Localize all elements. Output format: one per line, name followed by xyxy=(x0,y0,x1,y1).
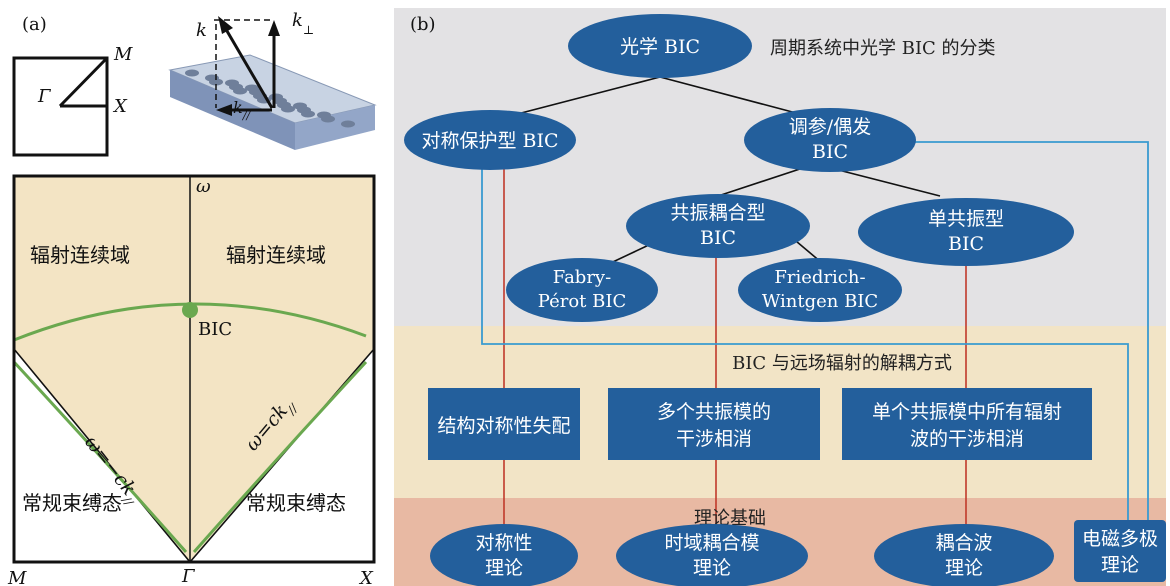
theory-cmt-line2: 理论 xyxy=(693,557,731,579)
k-label: k xyxy=(196,20,207,41)
decoupling-title: BIC 与远场辐射的解耦方式 xyxy=(732,353,952,374)
slab-side-face xyxy=(295,105,375,150)
light-line-left xyxy=(13,348,191,563)
node-resonance-coupled-line2: BIC xyxy=(700,227,736,249)
node-resonance-coupled xyxy=(626,194,810,258)
theory-title: 理论基础 xyxy=(694,508,766,529)
mechanism-symmetry-mismatch-label: 结构对称性失配 xyxy=(437,415,570,437)
x-tick-x: X xyxy=(358,568,374,586)
bz-x-label: X xyxy=(112,96,128,117)
x-tick-m: M xyxy=(7,568,27,586)
bic-point xyxy=(182,302,198,318)
node-fabry-perot-line1: Fabry- xyxy=(553,267,611,288)
theory-temporal-coupled-mode xyxy=(616,524,808,586)
slab-hole xyxy=(205,74,219,82)
bic-label: BIC xyxy=(198,319,232,340)
x-tick-gamma: Γ xyxy=(181,566,196,586)
slab-hole xyxy=(293,102,307,110)
slab-hole xyxy=(225,79,239,87)
node-resonance-coupled-line1: 共振耦合型 xyxy=(670,202,765,224)
classification-title: 周期系统中光学 BIC 的分类 xyxy=(770,38,996,59)
radiation-continuum-region xyxy=(14,176,374,562)
edge-root-symmetry xyxy=(501,76,661,119)
slab-hole xyxy=(317,111,331,119)
slab-hole xyxy=(269,93,283,101)
node-optical-bic xyxy=(568,14,752,78)
bound-state-label-left: 常规束缚态 xyxy=(22,491,122,515)
k-perp-arrowhead xyxy=(268,20,280,36)
panel-a-label: (a) xyxy=(22,14,47,35)
node-tuned-accidental xyxy=(744,108,916,172)
theory-multipole-line2: 理论 xyxy=(1101,554,1139,576)
theory-cmt-line1: 时域耦合模 xyxy=(664,532,759,554)
k-arrowhead xyxy=(218,16,233,34)
bz-m-label: M xyxy=(113,44,133,65)
slab-holes xyxy=(185,69,355,128)
blue-link-symmetry xyxy=(481,166,1129,520)
node-symmetry-protected-label: 对称保护型 BIC xyxy=(421,130,558,152)
slab-hole xyxy=(185,69,199,77)
lower-band-right xyxy=(192,360,368,553)
blue-link-tuned xyxy=(905,141,1149,520)
bound-state-label-right: 常规束缚态 xyxy=(246,491,346,515)
mechanism-symmetry-mismatch xyxy=(428,388,580,460)
k-par-label: k// xyxy=(233,98,251,122)
continuum-label-right: 辐射连续域 xyxy=(226,243,326,267)
band-diagram: ω 辐射连续域 辐射连续域 BIC ω=−ck// ω=ck// 常规束缚态 常… xyxy=(7,174,376,586)
mechanism-multi-resonance xyxy=(608,388,820,460)
node-fabry-perot-line2: Pérot BIC xyxy=(538,291,626,312)
node-single-resonance-line2: BIC xyxy=(948,233,984,255)
k-par-arrowhead xyxy=(216,104,232,116)
node-fabry-perot xyxy=(506,258,658,322)
slab-hole xyxy=(245,84,259,92)
theory-cwt-line2: 理论 xyxy=(945,557,983,579)
continuum-label-left: 辐射连续域 xyxy=(30,243,130,267)
omega-label: ω xyxy=(196,176,211,197)
k-perp-label: k⊥ xyxy=(292,10,314,37)
node-single-resonance-line1: 单共振型 xyxy=(928,208,1004,230)
theory-coupled-wave xyxy=(874,524,1054,586)
node-friedrich-wintgen-line1: Friedrich- xyxy=(774,267,865,288)
mechanism-multi-line2: 干涉相消 xyxy=(676,428,752,450)
node-friedrich-wintgen-line2: Wintgen BIC xyxy=(762,291,878,312)
brillouin-zone: Γ M X xyxy=(12,44,133,157)
theory-symmetry xyxy=(430,524,578,586)
node-tuned-line1: 调参/偶发 xyxy=(789,116,871,138)
theory-symmetry-line1: 对称性 xyxy=(475,532,532,554)
lower-band-left xyxy=(12,360,188,553)
bz-gamma-label: Γ xyxy=(37,86,52,107)
panel-b-label: (b) xyxy=(410,14,436,35)
node-optical-bic-label: 光学 BIC xyxy=(620,36,700,58)
node-friedrich-wintgen xyxy=(738,258,902,322)
mechanism-single-line1: 单个共振模中所有辐射 xyxy=(872,401,1062,423)
theory-symmetry-line2: 理论 xyxy=(485,557,523,579)
edge-root-tuned xyxy=(659,76,816,119)
band-frame xyxy=(12,174,376,564)
node-tuned-line2: BIC xyxy=(812,141,848,163)
k-arrow xyxy=(225,30,274,109)
theory-multipole xyxy=(1074,520,1166,582)
panel-b: (b) 周期系统中光学 BIC 的分类 光学 BIC 对称保护型 BIC 调参/… xyxy=(394,8,1166,586)
slab-hole xyxy=(341,120,355,128)
photonic-slab: k k⊥ k// xyxy=(168,10,377,150)
mechanism-single-resonance xyxy=(842,388,1092,460)
node-single-resonance xyxy=(858,198,1074,266)
panel-a: (a) Γ M X k k⊥ k// xyxy=(7,10,377,586)
bz-path-gamma-m xyxy=(58,56,109,108)
node-symmetry-protected xyxy=(404,110,576,170)
mechanism-single-line2: 波的干涉相消 xyxy=(910,428,1024,450)
theory-multipole-line1: 电磁多极 xyxy=(1082,528,1158,550)
theory-cwt-line1: 耦合波 xyxy=(935,532,992,554)
mechanism-multi-line1: 多个共振模的 xyxy=(657,401,771,423)
